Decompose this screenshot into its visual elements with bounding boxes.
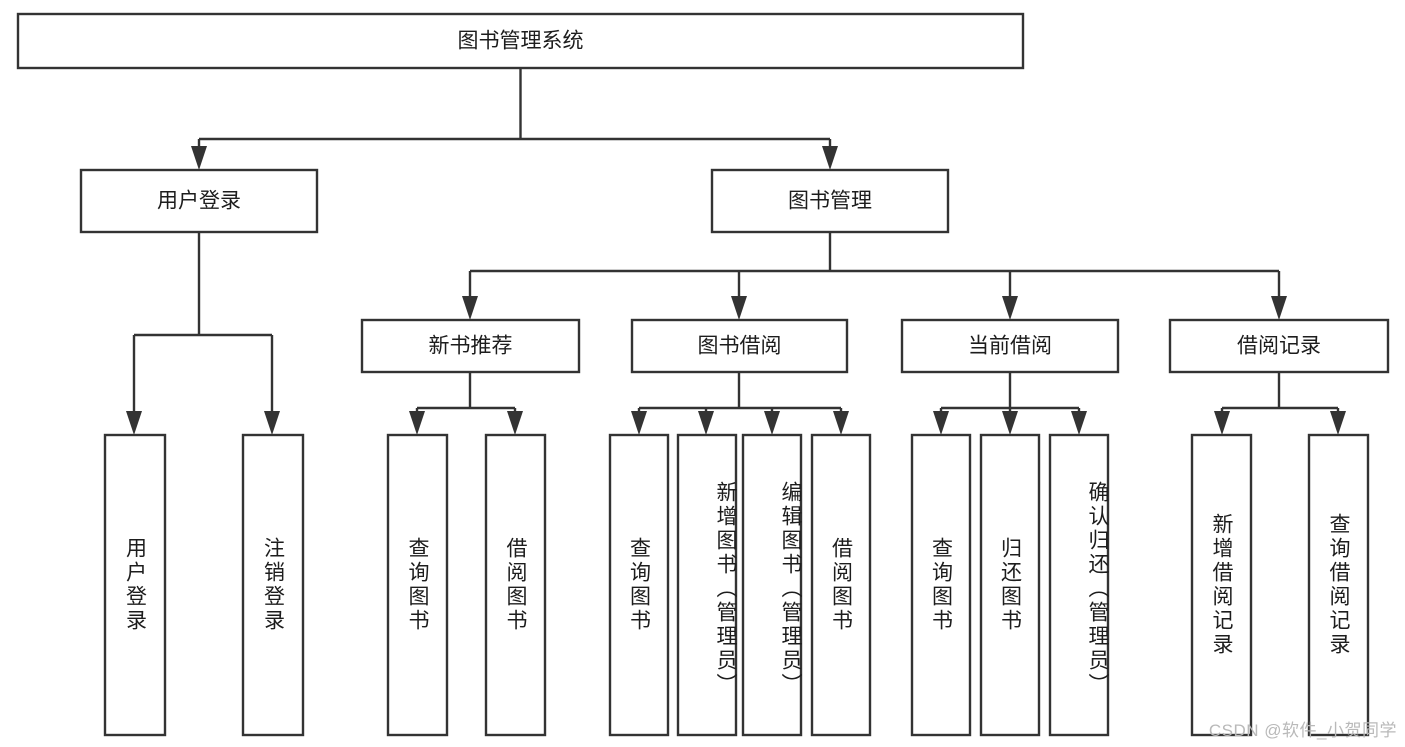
arrow-head-leaf-bookborrow-3 [764, 411, 780, 435]
node-user-login[interactable] [79, 168, 319, 234]
node-new-book-recommend[interactable] [360, 318, 581, 374]
node-root-book-management-system[interactable] [16, 12, 1025, 70]
arrow-head-leaf-currentborrow-1 [933, 411, 949, 435]
leaf-box-borrow-record-2[interactable] [1307, 433, 1370, 737]
leaf-box-current-borrow-3[interactable] [1048, 433, 1110, 737]
leaf-box-book-borrow-4[interactable] [810, 433, 872, 737]
arrow-head-leaf-currentborrow-2 [1002, 411, 1018, 435]
node-new-book-recommend-label: 新书推荐 [429, 335, 513, 358]
arrow-head-new-book [462, 296, 478, 320]
arrow-head-current-borrow [1002, 296, 1018, 320]
leaf-box-user-login-1[interactable] [103, 433, 167, 737]
leaf-box-user-login-2[interactable] [241, 433, 305, 737]
connector-layer [126, 68, 1346, 435]
node-book-borrow[interactable] [630, 318, 849, 374]
arrow-head-leaf-bookborrow-2 [698, 411, 714, 435]
arrow-head-leaf-currentborrow-3 [1071, 411, 1087, 435]
leaf-box-book-borrow-1[interactable] [608, 433, 670, 737]
node-book-borrow-label: 图书借阅 [698, 335, 782, 358]
arrow-head-user-login [191, 146, 207, 170]
leaf-box-book-borrow-2[interactable] [676, 433, 738, 737]
leaf-box-new-book-2[interactable] [484, 433, 547, 737]
node-current-borrow-label: 当前借阅 [968, 335, 1052, 358]
arrow-head-book-manage [822, 146, 838, 170]
arrow-head-leaf-borrowrecord-1 [1214, 411, 1230, 435]
leaf-box-current-borrow-2[interactable] [979, 433, 1041, 737]
node-borrow-record[interactable] [1168, 318, 1390, 374]
node-user-login-label: 用户登录 [157, 190, 241, 213]
arrow-head-book-borrow [731, 296, 747, 320]
node-layer: 图书管理系统 用户登录 图书管理 新书推荐 图书借阅 当前借阅 借阅记录 [16, 12, 1390, 737]
leaf-box-book-borrow-3[interactable] [741, 433, 803, 737]
node-borrow-record-label: 借阅记录 [1237, 335, 1321, 358]
arrow-head-leaf-user-1 [126, 411, 142, 435]
arrow-head-leaf-bookborrow-1 [631, 411, 647, 435]
leaf-box-new-book-1[interactable] [386, 433, 449, 737]
arrow-head-leaf-bookborrow-4 [833, 411, 849, 435]
leaf-box-borrow-record-1[interactable] [1190, 433, 1253, 737]
node-book-management[interactable] [710, 168, 950, 234]
arrow-head-leaf-newbook-1 [409, 411, 425, 435]
arrow-head-leaf-user-2 [264, 411, 280, 435]
node-current-borrow[interactable] [900, 318, 1120, 374]
arrow-head-leaf-borrowrecord-2 [1330, 411, 1346, 435]
leaf-box-current-borrow-1[interactable] [910, 433, 972, 737]
arrow-head-leaf-newbook-2 [507, 411, 523, 435]
arrow-head-borrow-record [1271, 296, 1287, 320]
node-book-management-label: 图书管理 [788, 190, 872, 213]
csdn-watermark: CSDN @软件_小贺同学 [1208, 721, 1397, 740]
node-root-label: 图书管理系统 [458, 30, 584, 53]
